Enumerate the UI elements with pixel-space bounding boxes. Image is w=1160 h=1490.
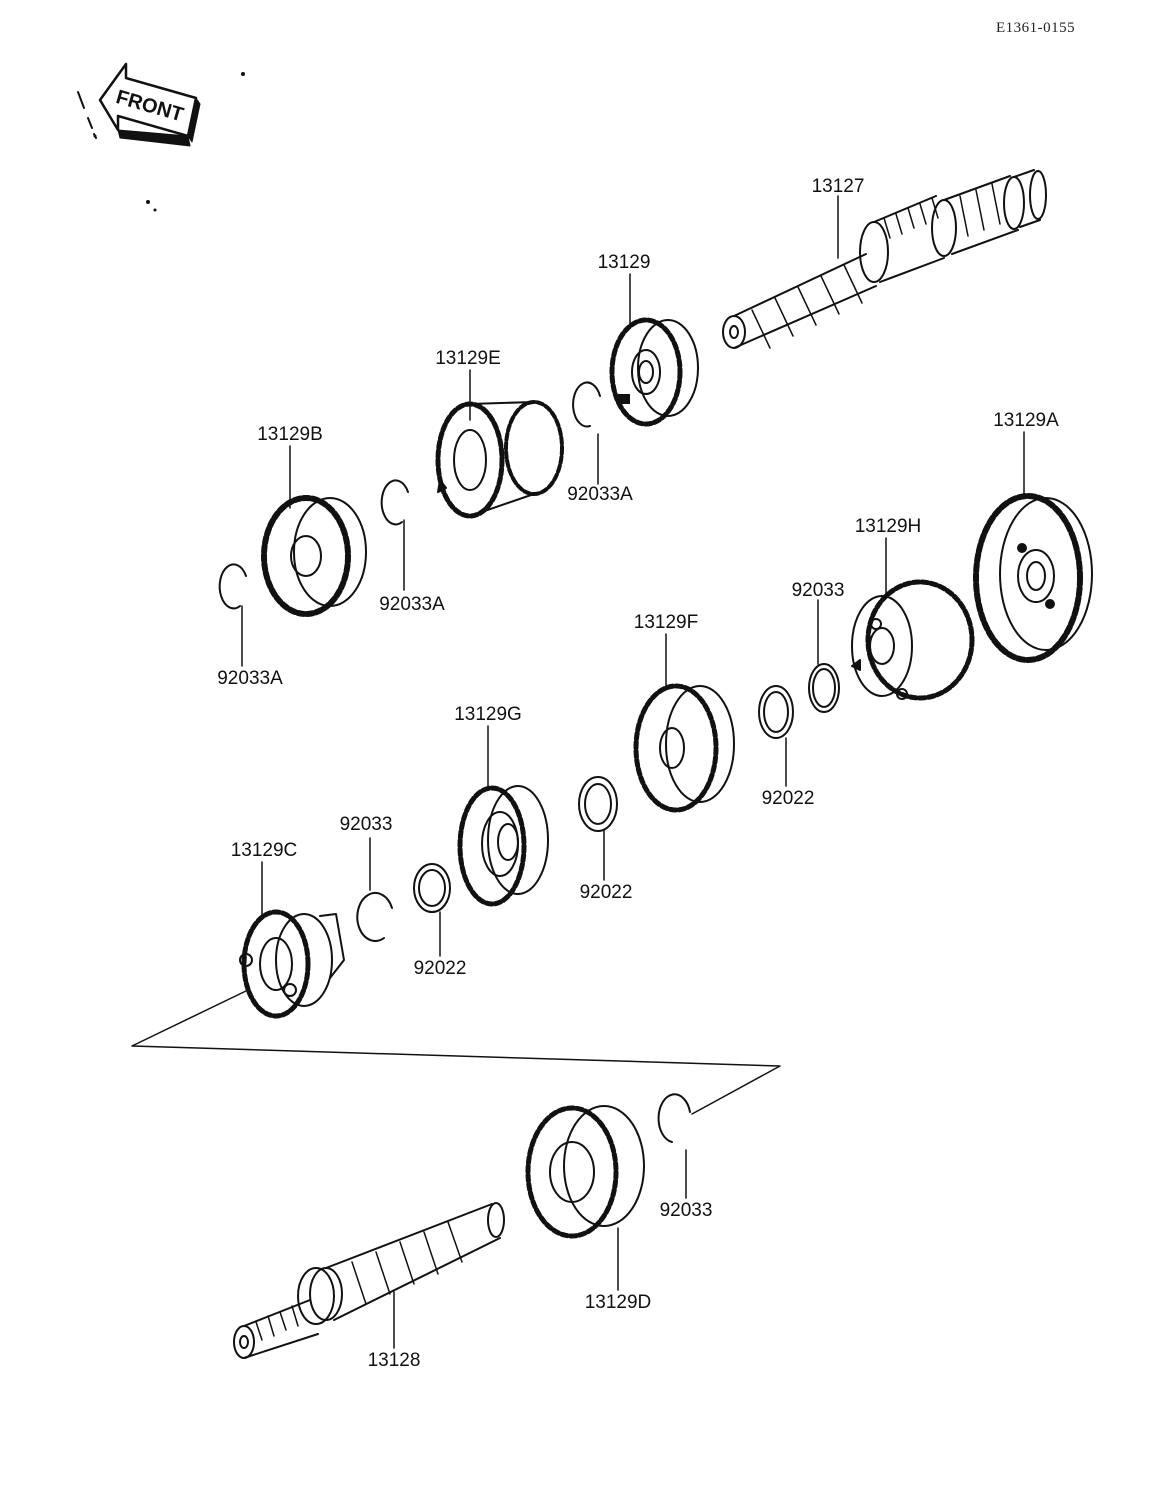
gear-13129D [525,1105,645,1239]
washer-92022-left [413,863,451,913]
label-92022-right: 92022 [761,788,815,809]
label-13129D: 13129D [584,1292,652,1313]
label-92033A-middle: 92033A [379,594,445,615]
gear-13129A [973,493,1093,663]
label-92033-left: 92033 [339,814,393,835]
label-13129A: 13129A [993,410,1059,431]
alignment-lines [131,989,781,1115]
circlip-92033-left [356,891,393,942]
gear-13129C [239,909,345,1019]
circlip-92033A-upper [572,381,601,428]
drawing-code: E1361-0155 [996,20,1076,36]
leader-lines [241,195,1025,1349]
label-13127: 13127 [811,176,865,197]
label-13128: 13128 [367,1350,421,1371]
label-92022-middle: 92022 [579,882,633,903]
washer-92022-right [758,685,794,739]
gear-13129E [435,400,564,519]
front-arrow-icon: FRONT [77,62,201,147]
label-13129G: 13129G [454,704,522,725]
washer-92022-middle [578,776,618,832]
gear-13129F [633,683,735,813]
label-13129: 13129 [597,252,651,273]
gear-13129H [851,579,975,701]
label-92033A-upper: 92033A [567,484,633,505]
label-92033-bottom: 92033 [659,1200,713,1221]
label-13129E: 13129E [435,348,501,369]
output-shaft-13127 [722,169,1047,349]
label-92033-right: 92033 [791,580,845,601]
label-13129F: 13129F [633,612,699,633]
label-92022-left: 92022 [413,958,467,979]
gear-13129 [609,317,699,427]
circlip-92033A-lower [218,563,247,610]
circlip-92033A-middle [380,479,409,526]
circlip-92033-right [808,663,840,713]
input-shaft-13128 [233,1202,505,1359]
label-13129C: 13129C [230,840,298,861]
scan-specks [93,72,245,212]
gear-13129G [457,785,549,907]
label-92033A-lower: 92033A [217,668,283,689]
label-13129B: 13129B [257,424,323,445]
label-13129H: 13129H [854,516,922,537]
gear-13129B [261,495,367,617]
circlip-92033-bottom [657,1093,691,1143]
